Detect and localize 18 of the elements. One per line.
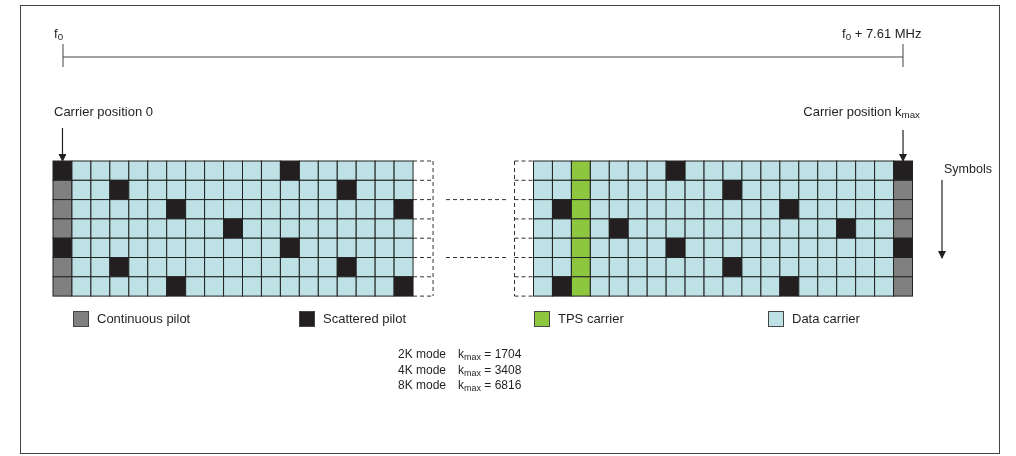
leader-arrow <box>899 129 908 162</box>
scattered-pilot-cell <box>53 161 72 181</box>
legend-label: Data carrier <box>792 310 860 328</box>
frequency-label: f$_{0}$ <box>54 25 64 44</box>
carrier-position-label: Carrier position 0 <box>54 103 214 121</box>
frequency-label: f$_{0}$ + 7.61 MHz <box>842 25 922 44</box>
axis-label: Symbols <box>944 161 992 178</box>
kmax-value: k$_{max}$ = 3408 <box>458 362 522 378</box>
carrier-position-label: Carrier position k$_{max}$ <box>740 103 920 123</box>
leader-arrow <box>58 127 67 162</box>
kmax-value: k$_{max}$ = 6816 <box>458 378 522 393</box>
legend-label: Scattered pilot <box>323 310 407 328</box>
mode-label: 4K mode <box>398 362 447 378</box>
mode-label: 2K mode <box>398 347 447 362</box>
legend-label: TPS carrier <box>558 310 624 328</box>
kmax-value: k$_{max}$ = 1704 <box>458 347 522 362</box>
mode-label: 8K mode <box>398 378 447 393</box>
legend-label: Continuous pilot <box>97 310 191 328</box>
